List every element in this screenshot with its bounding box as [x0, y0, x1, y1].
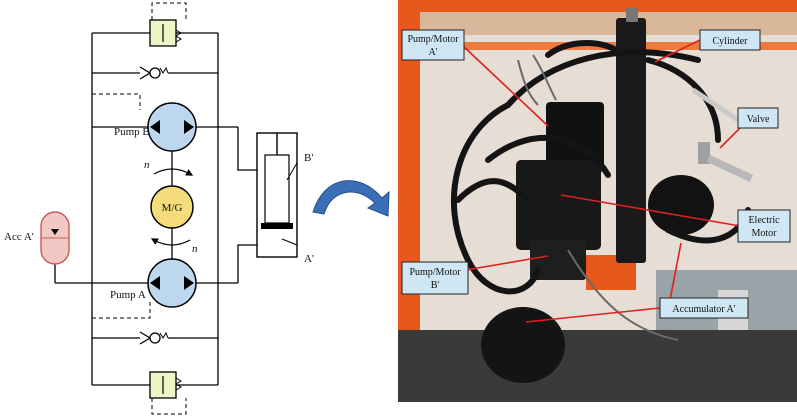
bottom-relief-valve: [149, 371, 182, 399]
accumulator-symbol: [40, 211, 70, 265]
pump-motor-a-callout: Pump/Motor A': [401, 29, 465, 61]
top-relief-valve: [149, 19, 182, 47]
n-top-label: n: [144, 159, 150, 171]
pump-motor-b-body: [530, 240, 586, 280]
pump-a-symbol: [147, 258, 197, 308]
a-prime-label: A': [304, 253, 314, 265]
test-rig-photo: Pump/Motor A' Cylinder Valve Electric Mo…: [398, 0, 797, 402]
pump-motor-b-label-2: B': [431, 280, 440, 291]
cylinder-callout: Cylinder: [699, 29, 761, 51]
accumulator-label: Acc A': [4, 231, 34, 243]
valve-assembly: [691, 87, 753, 182]
b-port-line: [237, 127, 262, 171]
n-bottom-label: n: [192, 243, 198, 255]
valve-callout: Valve: [737, 107, 779, 129]
bottom-rotation-arrow-icon: [150, 238, 191, 246]
pump-motor-a-label-1: Pump/Motor: [407, 34, 459, 45]
hydraulic-schematic: Pump B M/G n n Pump A Acc A' B' A': [4, 2, 390, 415]
pump-a-label: Pump A: [110, 289, 146, 301]
bottom-check-valve: [139, 331, 169, 345]
left-frame-bar: [398, 0, 420, 402]
top-rotation-arrow-icon: [153, 168, 194, 176]
cylinder-label: Cylinder: [713, 36, 749, 47]
top-drain-line: [92, 93, 141, 110]
motor-generator-symbol: [150, 185, 194, 229]
valve-label: Valve: [747, 114, 770, 125]
bottom-drain-line: [92, 302, 151, 319]
mg-label: M/G: [162, 202, 183, 214]
accumulator-callout: Accumulator A': [659, 297, 749, 319]
top-frame-bar: [398, 0, 797, 12]
pump-b-symbol: [147, 102, 197, 152]
cylinder-body: [616, 18, 646, 263]
pump-motor-a-label-2: A': [428, 47, 437, 58]
electric-motor-body: [516, 160, 601, 250]
pump-motor-b-label-1: Pump/Motor: [409, 267, 461, 278]
top-relief-pilot-line: [151, 2, 187, 20]
lower-accumulator-sphere: [481, 307, 565, 383]
electric-motor-label-1: Electric: [748, 215, 780, 226]
pump-motor-b-callout: Pump/Motor B': [401, 261, 469, 295]
cylinder-rod: [626, 8, 638, 22]
a-port-line: [237, 244, 257, 283]
electric-motor-callout: Electric Motor: [737, 209, 791, 243]
transition-arrow-icon: [312, 180, 390, 217]
bottom-relief-pilot-line: [151, 398, 187, 415]
electric-motor-label-2: Motor: [752, 228, 778, 239]
thin-pipes: [517, 54, 679, 341]
b-prime-label: B': [304, 152, 313, 164]
table-base: [398, 330, 797, 402]
accumulator-sphere: [648, 175, 714, 235]
pump-b-label: Pump B: [114, 126, 150, 138]
accumulator-photo-label: Accumulator A': [672, 304, 735, 315]
cylinder-symbol: [256, 132, 298, 258]
top-check-valve: [139, 66, 169, 80]
